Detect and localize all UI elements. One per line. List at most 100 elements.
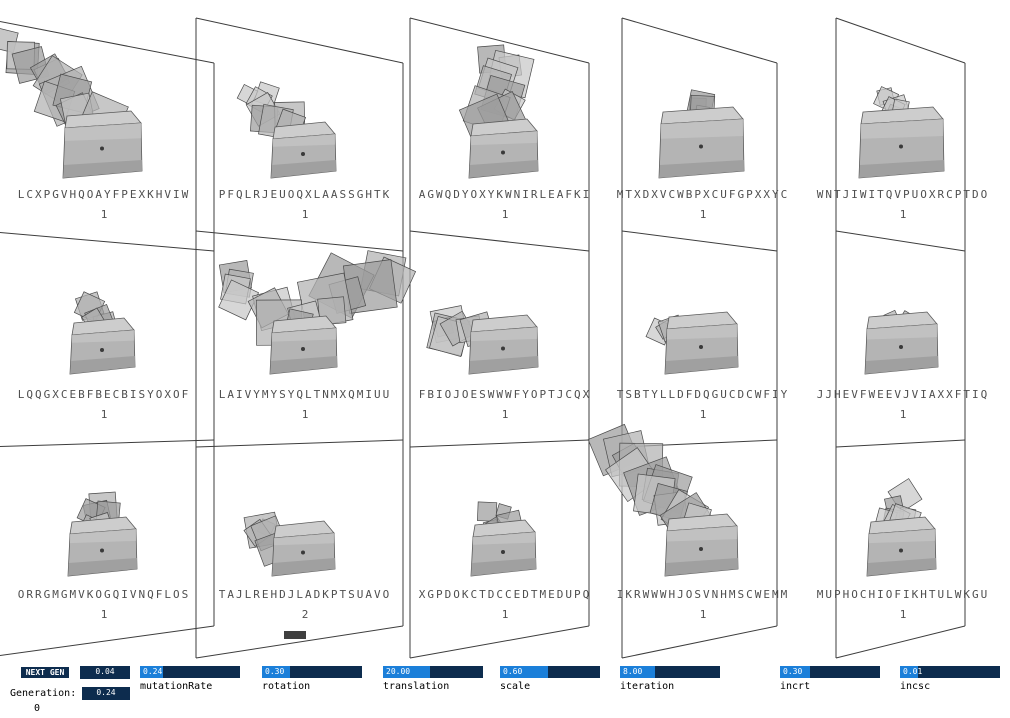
specimen-cell[interactable]: FBIOJOESWWWFYOPTJCQX 1 (395, 212, 615, 424)
slider-fill (140, 666, 163, 678)
specimen-shape (658, 89, 745, 179)
specimen-shape (470, 501, 537, 577)
specimen-cell[interactable]: LAIVYMYSYQLTNMXQMIUU 1 (195, 212, 417, 424)
slider-label: iteration (620, 681, 675, 692)
genome-label: JJHEVFWEEVJVIAXXFTIQ (816, 388, 990, 401)
generation-label: Generation: (10, 688, 77, 699)
specimen-cell[interactable]: MTXDXVCWBPXCUFGPXXYC 1 (593, 16, 813, 224)
specimen-shape (218, 250, 417, 375)
genome-label: PFQLRJEUOQXLAASSGHTK (218, 188, 392, 201)
generation-count-badge: 1 (501, 208, 509, 221)
slider-incrt[interactable]: 0.30 incrt (780, 666, 880, 692)
genome-label: TSBTYLLDFDQGUCDCWFIY (616, 388, 790, 401)
specimen-shape (866, 478, 937, 577)
slider-fill (900, 666, 918, 678)
specimen-shape (0, 27, 143, 179)
specimen-cell[interactable]: AGWQDYOXYKWNIRLEAFKI 1 (395, 16, 615, 224)
slider-track[interactable]: 0.30 (262, 666, 362, 678)
slider-scale[interactable]: 0.60 scale (500, 666, 600, 692)
slider-fill (500, 666, 548, 678)
specimen-cell[interactable]: XGPDOKCTDCCEDTMEDUPQ 1 (395, 414, 615, 624)
specimen-shape (864, 309, 939, 375)
slider-label: mutationRate (140, 681, 213, 692)
generation-count-badge: 1 (501, 608, 509, 621)
generation-count-badge: 1 (899, 608, 907, 621)
slider-track[interactable]: 0.01 (900, 666, 1000, 678)
slider-track[interactable]: 20.00 (383, 666, 483, 678)
slider-rotation[interactable]: 0.30 rotation (262, 666, 362, 692)
next-gen-button[interactable]: NEXT GEN (21, 667, 69, 678)
specimen-shape (587, 423, 739, 577)
selection-indicator (284, 631, 306, 639)
specimen-cell[interactable]: TAJLREHDJLADKPTSUAVO 2 (195, 414, 415, 624)
slider-value: 0.30 (265, 667, 285, 676)
specimen-cell[interactable]: TSBTYLLDFDQGUCDCWFIY 1 (593, 212, 813, 424)
genome-label: WNTJIWITQVPUOXRCPTDO (816, 188, 990, 201)
genome-label: TAJLREHDJLADKPTSUAVO (218, 588, 392, 601)
slider-fill (620, 666, 655, 678)
generation-count-badge: 1 (899, 408, 907, 421)
slider-track[interactable]: 8.00 (620, 666, 720, 678)
genome-label: ORRGMGMVKOGQIVNQFLOS (17, 588, 191, 601)
slider-label: incrt (780, 681, 811, 692)
genome-label: LQQGXCEBFBECBISYOXOF (17, 388, 191, 401)
panel-grid-lines (0, 17, 966, 659)
slider-fill (780, 666, 810, 678)
slider-fill (262, 666, 290, 678)
generation-count-badge: 1 (301, 208, 309, 221)
slider-incsc[interactable]: 0.01 incsc (900, 666, 1000, 692)
slider-label: scale (500, 681, 531, 692)
generation-count-badge: 1 (899, 208, 907, 221)
specimen-shape (243, 511, 336, 577)
slider-label: translation (383, 681, 450, 692)
generation-count-badge: 1 (699, 608, 707, 621)
specimen-cell[interactable]: WNTJIWITQVPUOXRCPTDO 1 (793, 16, 1010, 224)
generation-count-badge: 1 (100, 608, 108, 621)
generation-count-badge: 1 (699, 408, 707, 421)
specimen-shape (67, 491, 138, 577)
slider-value: 0.01 (903, 667, 923, 676)
specimen-shape (426, 305, 539, 375)
specimen-shape (236, 81, 337, 179)
specimen-shape (858, 86, 945, 179)
slider-translation[interactable]: 20.00 translation (383, 666, 483, 692)
genome-label: AGWQDYOXYKWNIRLEAFKI (418, 188, 592, 201)
genome-label: FBIOJOESWWWFYOPTJCQX (418, 388, 592, 401)
genome-label: XGPDOKCTDCCEDTMEDUPQ (418, 588, 592, 601)
slider-value: 0.60 (503, 667, 523, 676)
slider-mutationRate[interactable]: 0.24 mutationRate (140, 666, 240, 692)
top-value-box[interactable]: 0.04 (80, 666, 130, 679)
slider-track[interactable]: 0.60 (500, 666, 600, 678)
generation-count-badge: 1 (301, 408, 309, 421)
specimen-cell[interactable]: IKRWWWHJOSVNHMSCWEMM 1 (587, 414, 813, 624)
genome-label: LCXPGVHQOAYFPEXKHVIW (17, 188, 191, 201)
genome-label: MTXDXVCWBPXCUFGPXXYC (616, 188, 790, 201)
slider-iteration[interactable]: 8.00 iteration (620, 666, 720, 692)
specimen-cell[interactable]: ORRGMGMVKOGQIVNQFLOS 1 (0, 414, 214, 624)
specimen-cell[interactable]: LQQGXCEBFBECBISYOXOF 1 (0, 212, 214, 424)
specimen-cell[interactable]: MUPHOCHIOFIKHTULWKGU 1 (793, 414, 1010, 624)
generation-count-badge: 1 (699, 208, 707, 221)
generation-count: 0 (34, 703, 41, 714)
specimen-cell[interactable]: PFQLRJEUOQXLAASSGHTK 1 (195, 16, 415, 224)
generation-count-badge: 1 (501, 408, 509, 421)
slider-value: 20.00 (386, 667, 411, 676)
slider-value: 8.00 (623, 667, 643, 676)
generation-count-badge: 2 (301, 608, 309, 621)
slider-label: rotation (262, 681, 311, 692)
genome-label: IKRWWWHJOSVNHMSCWEMM (616, 588, 790, 601)
slider-track[interactable]: 0.24 (140, 666, 240, 678)
generation-count-badge: 1 (100, 208, 108, 221)
genome-label: LAIVYMYSYQLTNMXQMIUU (218, 388, 392, 401)
genome-label: MUPHOCHIOFIKHTULWKGU (816, 588, 990, 601)
slider-value: 0.30 (783, 667, 803, 676)
slider-track[interactable]: 0.30 (780, 666, 880, 678)
specimen-shape (458, 44, 539, 179)
generation-count-badge: 1 (100, 408, 108, 421)
specimen-shape (645, 311, 739, 375)
generation-value-box[interactable]: 0.24 (82, 687, 130, 700)
specimen-cell[interactable]: LCXPGVHQOAYFPEXKHVIW 1 (0, 16, 214, 224)
slider-label: incsc (900, 681, 931, 692)
specimen-cell[interactable]: JJHEVFWEEVJVIAXXFTIQ 1 (793, 212, 1010, 424)
